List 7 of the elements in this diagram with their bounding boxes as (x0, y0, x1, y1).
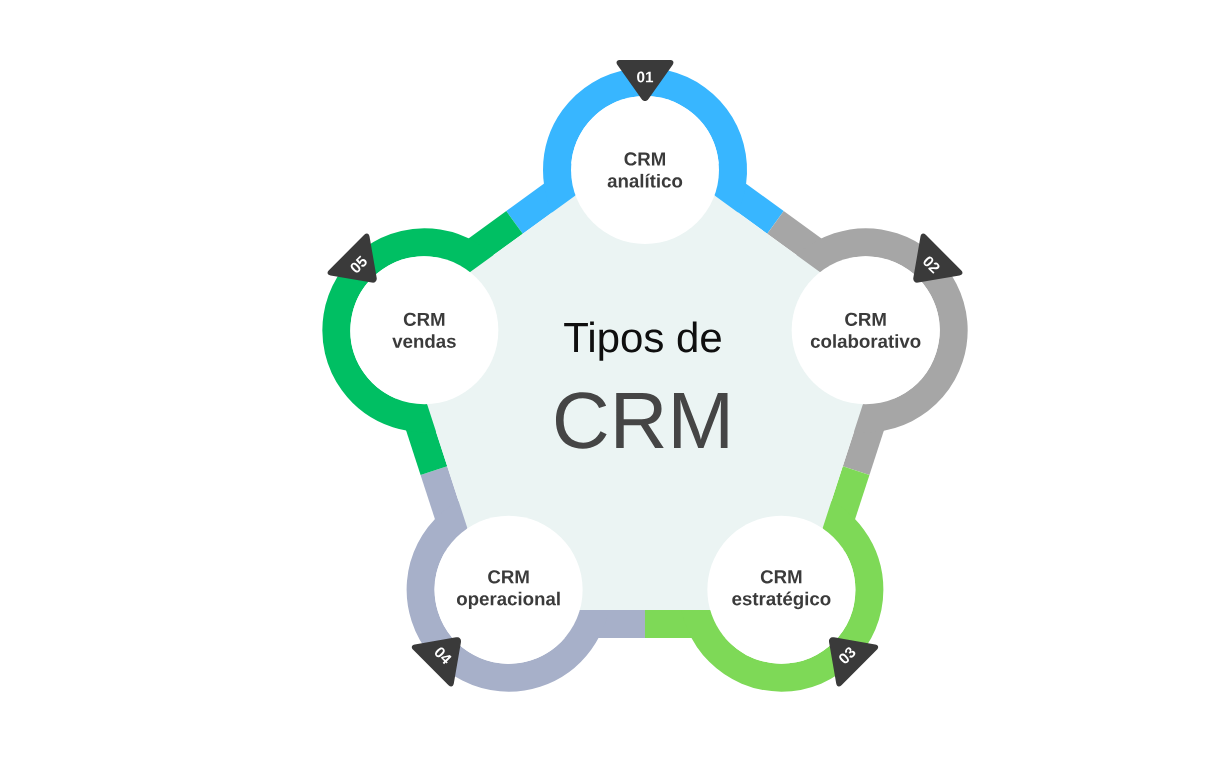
number-tab: 03 (829, 637, 879, 687)
number-tab: 05 (327, 233, 377, 283)
number-tab: 04 (411, 637, 462, 687)
number-tab: 02 (913, 233, 963, 283)
title-text: Tipos de (564, 321, 721, 361)
number-tab: 01 (616, 60, 674, 102)
title-text: CRM (555, 392, 728, 449)
